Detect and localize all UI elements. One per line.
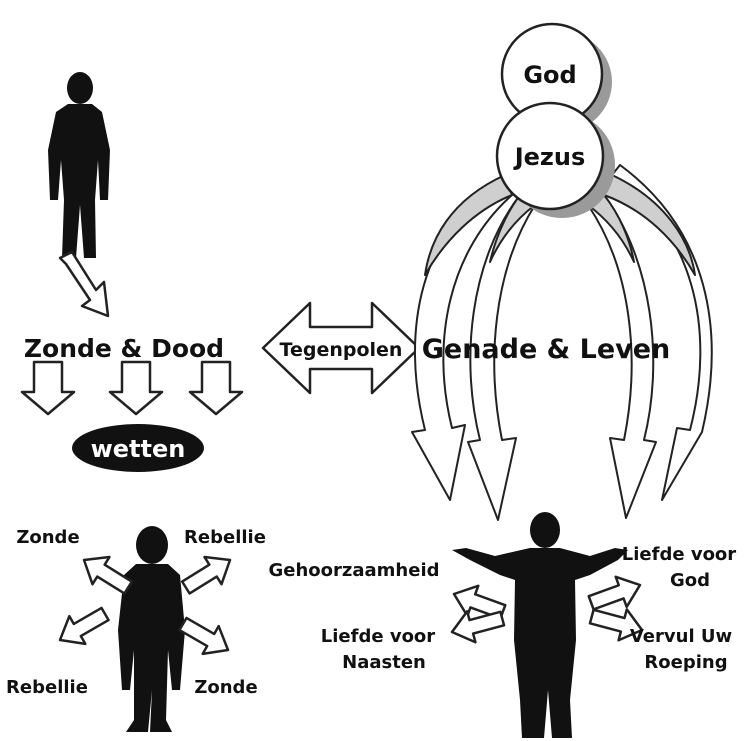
- label-zonde-top: Zonde: [16, 527, 79, 548]
- person-standing-figure: [48, 72, 110, 258]
- jezus-label: Jezus: [513, 143, 586, 171]
- label-rebellie-bottom: Rebellie: [6, 677, 88, 698]
- down-arrow-icon: [190, 362, 242, 414]
- right-title: Genade & Leven: [422, 334, 671, 365]
- label-gehoorzaamheid: Gehoorzaamheid: [268, 560, 439, 581]
- label-liefde-god-1: Liefde voor: [622, 544, 737, 565]
- down-arrow-icon: [110, 362, 162, 414]
- tegenpolen-label: Tegenpolen: [280, 339, 403, 361]
- down-arrows-row: [22, 362, 242, 414]
- wetten-badge: wetten: [72, 424, 204, 472]
- god-label: God: [523, 61, 576, 89]
- arrow-up-right-icon: [177, 546, 238, 601]
- label-liefde-god-2: God: [670, 570, 710, 591]
- label-liefde-naasten-1: Liefde voor: [321, 626, 436, 647]
- label-liefde-naasten-2: Naasten: [342, 652, 426, 673]
- label-rebellie-top: Rebellie: [184, 527, 266, 548]
- left-title: Zonde & Dood: [24, 334, 224, 363]
- down-right-arrow-icon: [60, 252, 108, 316]
- label-vervul-1: Vervul Uw: [630, 626, 732, 647]
- label-vervul-2: Roeping: [644, 652, 727, 673]
- label-zonde-bottom: Zonde: [194, 677, 257, 698]
- down-arrow-icon: [22, 362, 74, 414]
- wetten-badge-label: wetten: [91, 435, 186, 463]
- person-rebellious-figure: [118, 526, 185, 732]
- arrow-down-left-icon: [52, 600, 113, 654]
